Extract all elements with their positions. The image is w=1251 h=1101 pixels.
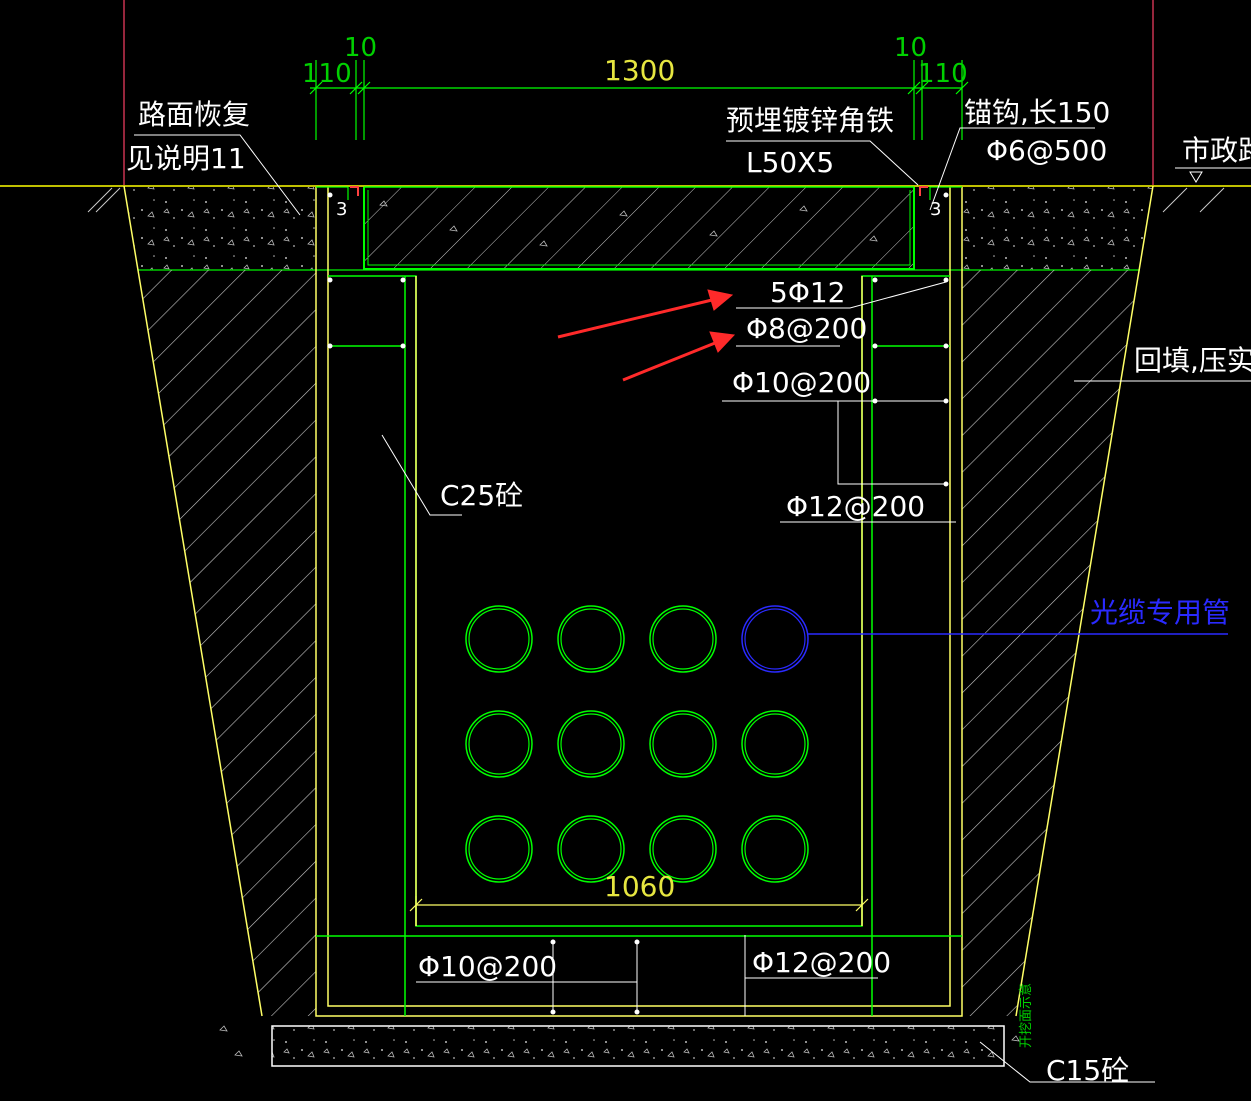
dim-left-110: 110 [302,59,352,89]
pipe-circle [649,605,717,673]
embedded-angle-iron [350,186,928,196]
wall-rebar-2-label: Φ12@200 [786,490,925,523]
dim-inner-1060: 1060 [604,870,675,903]
pipe-circle [560,713,622,775]
pipe-circle [744,818,806,880]
see-note-label: 见说明11 [126,142,246,175]
pipe-circle [741,815,809,883]
excavation-outline [123,185,1154,1017]
dim-top-1300: 1300 [604,54,675,87]
wall-rebar-1-label: Φ10@200 [732,366,871,399]
pipe-circle [741,710,809,778]
ground-hatch-marks [87,187,1225,213]
pipe-circle [557,605,625,673]
pipe-circle [465,815,533,883]
pipe-circle [649,710,717,778]
rebar-dots [327,192,949,1015]
label-3-right: 3 [930,199,941,220]
top-dimension-lines [309,60,969,140]
cable-pipe-circle [744,608,806,670]
excavation-note-label: 开挖面示意 [1018,983,1034,1048]
rebar-stirrup-label: Φ8@200 [746,312,867,345]
pipe-circle [468,608,530,670]
dim-right-110: 110 [918,59,968,89]
pipe-circle [649,815,717,883]
concrete-grade-label: C25砼 [440,479,523,512]
pipe-circle [468,818,530,880]
pipe-circle [652,818,714,880]
pipe-circle [468,713,530,775]
base-concrete-label: C15砼 [1046,1054,1129,1087]
anchor-spacing-label: Φ6@500 [986,134,1107,167]
base-concrete-layer [219,1025,1020,1067]
pipe-circle [560,818,622,880]
red-arrows [557,289,736,382]
wall-rebar-cage [316,186,962,1016]
border-lines [123,0,1154,185]
pipe-circle [465,710,533,778]
pipe-circle [652,713,714,775]
cable-pipe-label: 光缆专用管 [1090,596,1230,629]
pipe-circle [560,608,622,670]
inner-dimension-line [409,896,869,926]
pipe-circle [557,815,625,883]
pipe-circle [652,608,714,670]
rebar-main-label: 5Φ12 [770,276,845,309]
cover-slab [363,186,915,270]
base-rebar-1-label: Φ10@200 [418,950,557,983]
dim-right-10: 10 [894,33,927,63]
pipe-circle [557,710,625,778]
dim-left-10: 10 [344,33,377,63]
pipe-circle [465,605,533,673]
backfill-hatch [138,270,1140,1016]
road-restore-label: 路面恢复 [138,98,250,131]
base-rebar-2-label: Φ12@200 [752,946,891,979]
inner-channel-outline [415,276,863,926]
channel-walls [315,187,963,1017]
backfill-label: 回填,压实 [1134,344,1251,377]
municipal-road-label: 市政路面 [1182,134,1251,167]
anchor-hook-label: 锚钩,长150 [964,96,1110,129]
angle-size-label: L50X5 [746,146,834,179]
road-level-marker [1189,171,1203,183]
leader-lines [134,127,1251,1083]
embedded-angle-label: 预埋镀锌角铁 [726,104,894,137]
pipe-grid [465,605,809,883]
cable-pipe-circle [741,605,809,673]
pipe-circle [744,713,806,775]
label-3-left: 3 [336,199,347,220]
